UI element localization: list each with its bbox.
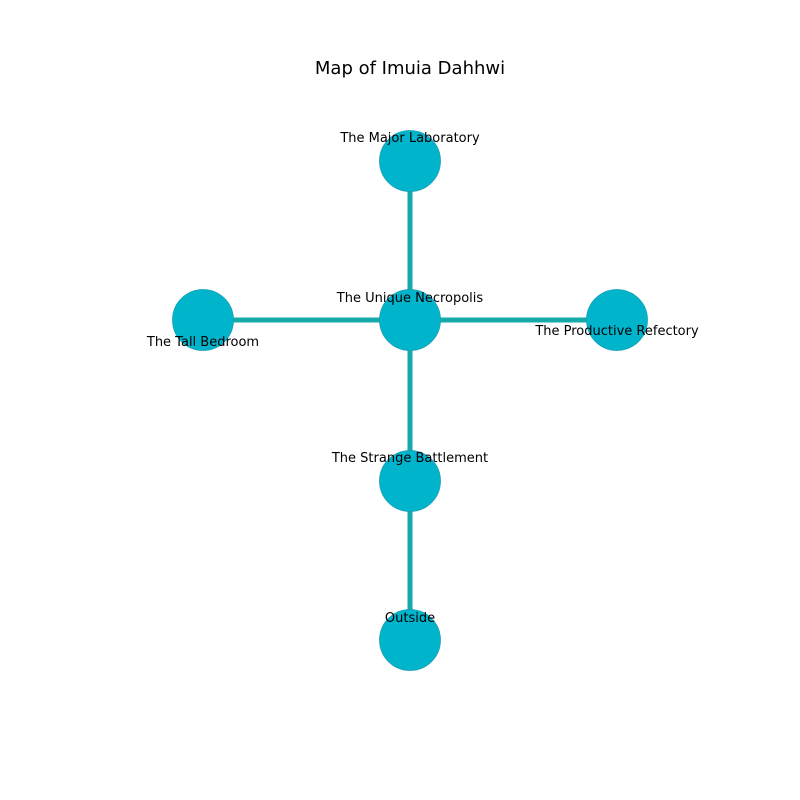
- label-productive-refectory: The Productive Refectory: [534, 324, 699, 339]
- label-unique-necropolis: The Unique Necropolis: [336, 291, 484, 306]
- edges-layer: [203, 161, 617, 640]
- node-productive-refectory: [586, 289, 648, 351]
- label-outside: Outside: [385, 611, 435, 626]
- labels-layer: The Major Laboratory The Unique Necropol…: [146, 131, 699, 626]
- node-strange-battlement: [379, 450, 441, 512]
- map-title: Map of Imuia Dahhwi: [315, 58, 505, 79]
- label-tall-bedroom: The Tall Bedroom: [146, 335, 259, 350]
- nodes-layer: [172, 130, 648, 671]
- label-major-laboratory: The Major Laboratory: [339, 131, 480, 146]
- label-strange-battlement: The Strange Battlement: [331, 451, 488, 466]
- node-major-laboratory: [379, 130, 441, 192]
- node-outside: [379, 609, 441, 671]
- node-tall-bedroom: [172, 289, 234, 351]
- node-unique-necropolis: [379, 289, 441, 351]
